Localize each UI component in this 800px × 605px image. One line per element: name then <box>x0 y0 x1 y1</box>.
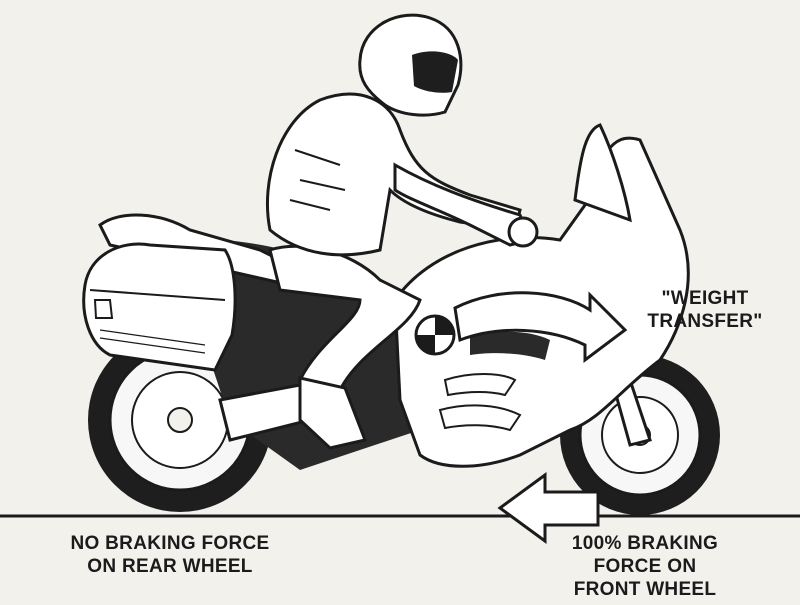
pannier <box>82 242 237 372</box>
rear-wheel-force-label: NO BRAKING FORCE ON REAR WHEEL <box>40 532 300 578</box>
center-of-gravity-icon <box>414 314 456 356</box>
visor <box>412 51 458 93</box>
label-line: TRANSFER" <box>647 311 763 332</box>
rider <box>265 13 539 450</box>
windscreen <box>573 123 632 223</box>
label-line: FRONT WHEEL <box>573 579 717 600</box>
label-line: "WEIGHT <box>661 288 749 309</box>
weight-transfer-label: "WEIGHT TRANSFER" <box>615 287 795 333</box>
fairing-vent <box>470 331 550 360</box>
label-line: NO BRAKING FORCE <box>70 533 270 554</box>
fairing-vent <box>443 373 517 397</box>
label-line: 100% BRAKING <box>571 533 719 554</box>
label-line: ON REAR WHEEL <box>87 556 253 577</box>
weight-transfer-arrow <box>453 291 628 363</box>
label-line: FORCE ON <box>593 556 697 577</box>
front-wheel-force-label: 100% BRAKING FORCE ON FRONT WHEEL <box>535 532 755 601</box>
braking-force-arrow <box>497 472 600 544</box>
fairing-vent <box>438 404 522 432</box>
